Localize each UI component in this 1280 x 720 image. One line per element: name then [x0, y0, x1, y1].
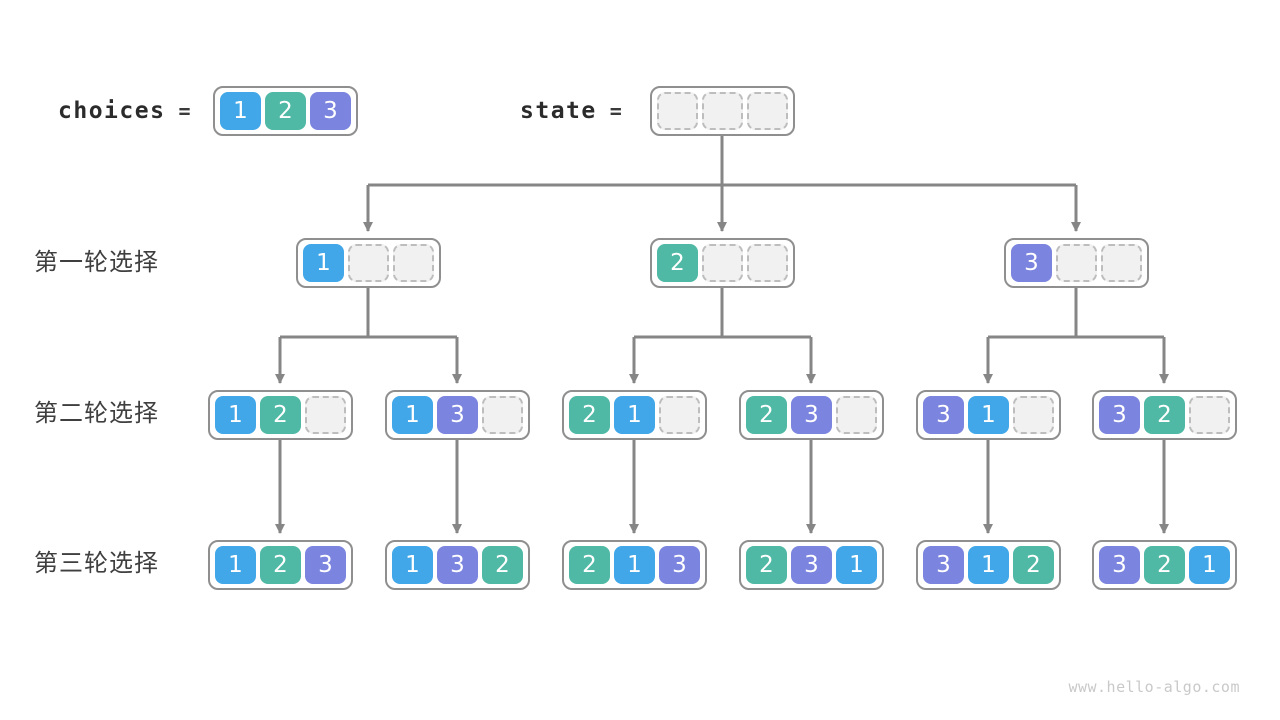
value-cell-3: 3 — [791, 546, 832, 584]
value-cell-2: 2 — [260, 396, 301, 434]
value-cell-1: 1 — [614, 546, 655, 584]
value-cell-1: 1 — [1189, 546, 1230, 584]
node-box: 3 — [1004, 238, 1149, 288]
empty-slot — [702, 244, 743, 282]
value-cell-1: 1 — [215, 546, 256, 584]
empty-slot — [747, 244, 788, 282]
value-cell-3: 3 — [923, 546, 964, 584]
site-watermark: www.hello-algo.com — [1068, 678, 1240, 696]
empty-slot — [305, 396, 346, 434]
choices-header: choices = — [58, 86, 192, 136]
value-cell-2: 2 — [746, 546, 787, 584]
empty-slot — [1101, 244, 1142, 282]
round-3-label: 第三轮选择 — [34, 549, 159, 577]
empty-slot — [659, 396, 700, 434]
node-box: 1 — [296, 238, 441, 288]
value-cell-1: 1 — [836, 546, 877, 584]
value-cell-2: 2 — [746, 396, 787, 434]
value-cell-3: 3 — [1099, 546, 1140, 584]
value-cell-3: 3 — [1011, 244, 1052, 282]
equals-sign: = — [609, 99, 624, 123]
value-cell-3: 3 — [310, 92, 351, 130]
state-header: state = — [520, 86, 623, 136]
empty-slot — [1013, 396, 1054, 434]
value-cell-3: 3 — [659, 546, 700, 584]
value-cell-3: 3 — [923, 396, 964, 434]
state-box — [650, 86, 795, 136]
value-cell-2: 2 — [482, 546, 523, 584]
value-cell-2: 2 — [1144, 396, 1185, 434]
value-cell-3: 3 — [437, 546, 478, 584]
value-cell-2: 2 — [1144, 546, 1185, 584]
value-cell-2: 2 — [569, 396, 610, 434]
empty-slot — [747, 92, 788, 130]
value-cell-1: 1 — [220, 92, 261, 130]
state-label: state — [520, 98, 597, 124]
value-cell-2: 2 — [1013, 546, 1054, 584]
empty-slot — [348, 244, 389, 282]
value-cell-1: 1 — [968, 396, 1009, 434]
round-1-label: 第一轮选择 — [34, 248, 159, 276]
empty-slot — [1189, 396, 1230, 434]
value-cell-2: 2 — [569, 546, 610, 584]
value-cell-3: 3 — [437, 396, 478, 434]
empty-slot — [393, 244, 434, 282]
empty-slot — [702, 92, 743, 130]
value-cell-1: 1 — [392, 396, 433, 434]
node-box: 2 — [650, 238, 795, 288]
value-cell-3: 3 — [305, 546, 346, 584]
value-cell-3: 3 — [1099, 396, 1140, 434]
value-cell-2: 2 — [260, 546, 301, 584]
value-cell-1: 1 — [215, 396, 256, 434]
equals-sign: = — [178, 99, 192, 123]
empty-slot — [836, 396, 877, 434]
value-cell-2: 2 — [657, 244, 698, 282]
value-cell-1: 1 — [614, 396, 655, 434]
empty-slot — [482, 396, 523, 434]
empty-slot — [657, 92, 698, 130]
value-cell-1: 1 — [968, 546, 1009, 584]
value-cell-1: 1 — [303, 244, 344, 282]
value-cell-1: 1 — [392, 546, 433, 584]
choices-label: choices — [58, 98, 166, 124]
round-2-label: 第二轮选择 — [34, 399, 159, 427]
value-cell-3: 3 — [791, 396, 832, 434]
value-cell-2: 2 — [265, 92, 306, 130]
empty-slot — [1056, 244, 1097, 282]
